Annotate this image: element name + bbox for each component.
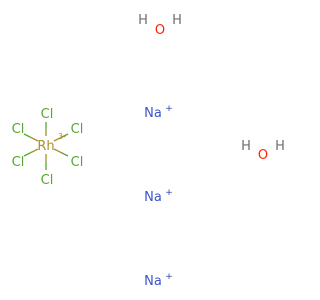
rh-cl-bond-3: [60, 133, 69, 139]
sodium-charge: +: [165, 272, 173, 282]
rhodium-atom: Rh: [37, 139, 54, 154]
rhodium-complex: Rh 3- Cl Cl Cl Cl Cl Cl: [12, 107, 84, 188]
rh-cl-bond-3: [53, 136, 62, 142]
rhodium-charge: 3-: [58, 132, 66, 141]
hydrogen-atom: H: [138, 13, 148, 28]
chlorine-atom-lower-right: Cl: [71, 155, 84, 170]
hydrogen-atom: H: [172, 13, 182, 28]
chlorine-atom-lower-left: Cl: [12, 155, 25, 170]
chlorine-atom-upper-left: Cl: [12, 122, 25, 137]
rhodium-bonds: [23, 122, 69, 170]
oxygen-atom: O: [155, 23, 165, 38]
water-molecule-1: H O H: [138, 13, 182, 38]
rh-cl-bond-2: [23, 133, 32, 139]
rh-cl-bond-5: [53, 148, 62, 154]
sodium-ion-3: Na +: [144, 272, 173, 289]
sodium-ion-1: Na +: [144, 104, 173, 121]
molecule-structure: H O H H O H Rh 3- Cl Cl Cl Cl Cl Cl Na +…: [12, 13, 285, 289]
rh-cl-bond-4: [23, 151, 32, 157]
sodium-atom: Na: [144, 274, 162, 289]
chlorine-atom-bottom: Cl: [41, 173, 54, 188]
sodium-atom: Na: [144, 106, 162, 121]
sodium-ion-2: Na +: [144, 188, 173, 205]
oxygen-atom: O: [258, 148, 268, 163]
rh-cl-bond-5: [60, 151, 69, 157]
sodium-atom: Na: [144, 190, 162, 205]
hydrogen-atom: H: [241, 139, 251, 154]
sodium-charge: +: [165, 188, 173, 198]
water-molecule-2: H O H: [241, 139, 285, 163]
chlorine-atom-top: Cl: [41, 107, 54, 122]
rh-cl-bond-4: [30, 148, 39, 154]
hydrogen-atom: H: [275, 139, 285, 154]
sodium-charge: +: [165, 104, 173, 114]
rh-cl-bond-2: [30, 136, 39, 142]
chlorine-atom-upper-right: Cl: [71, 122, 84, 137]
